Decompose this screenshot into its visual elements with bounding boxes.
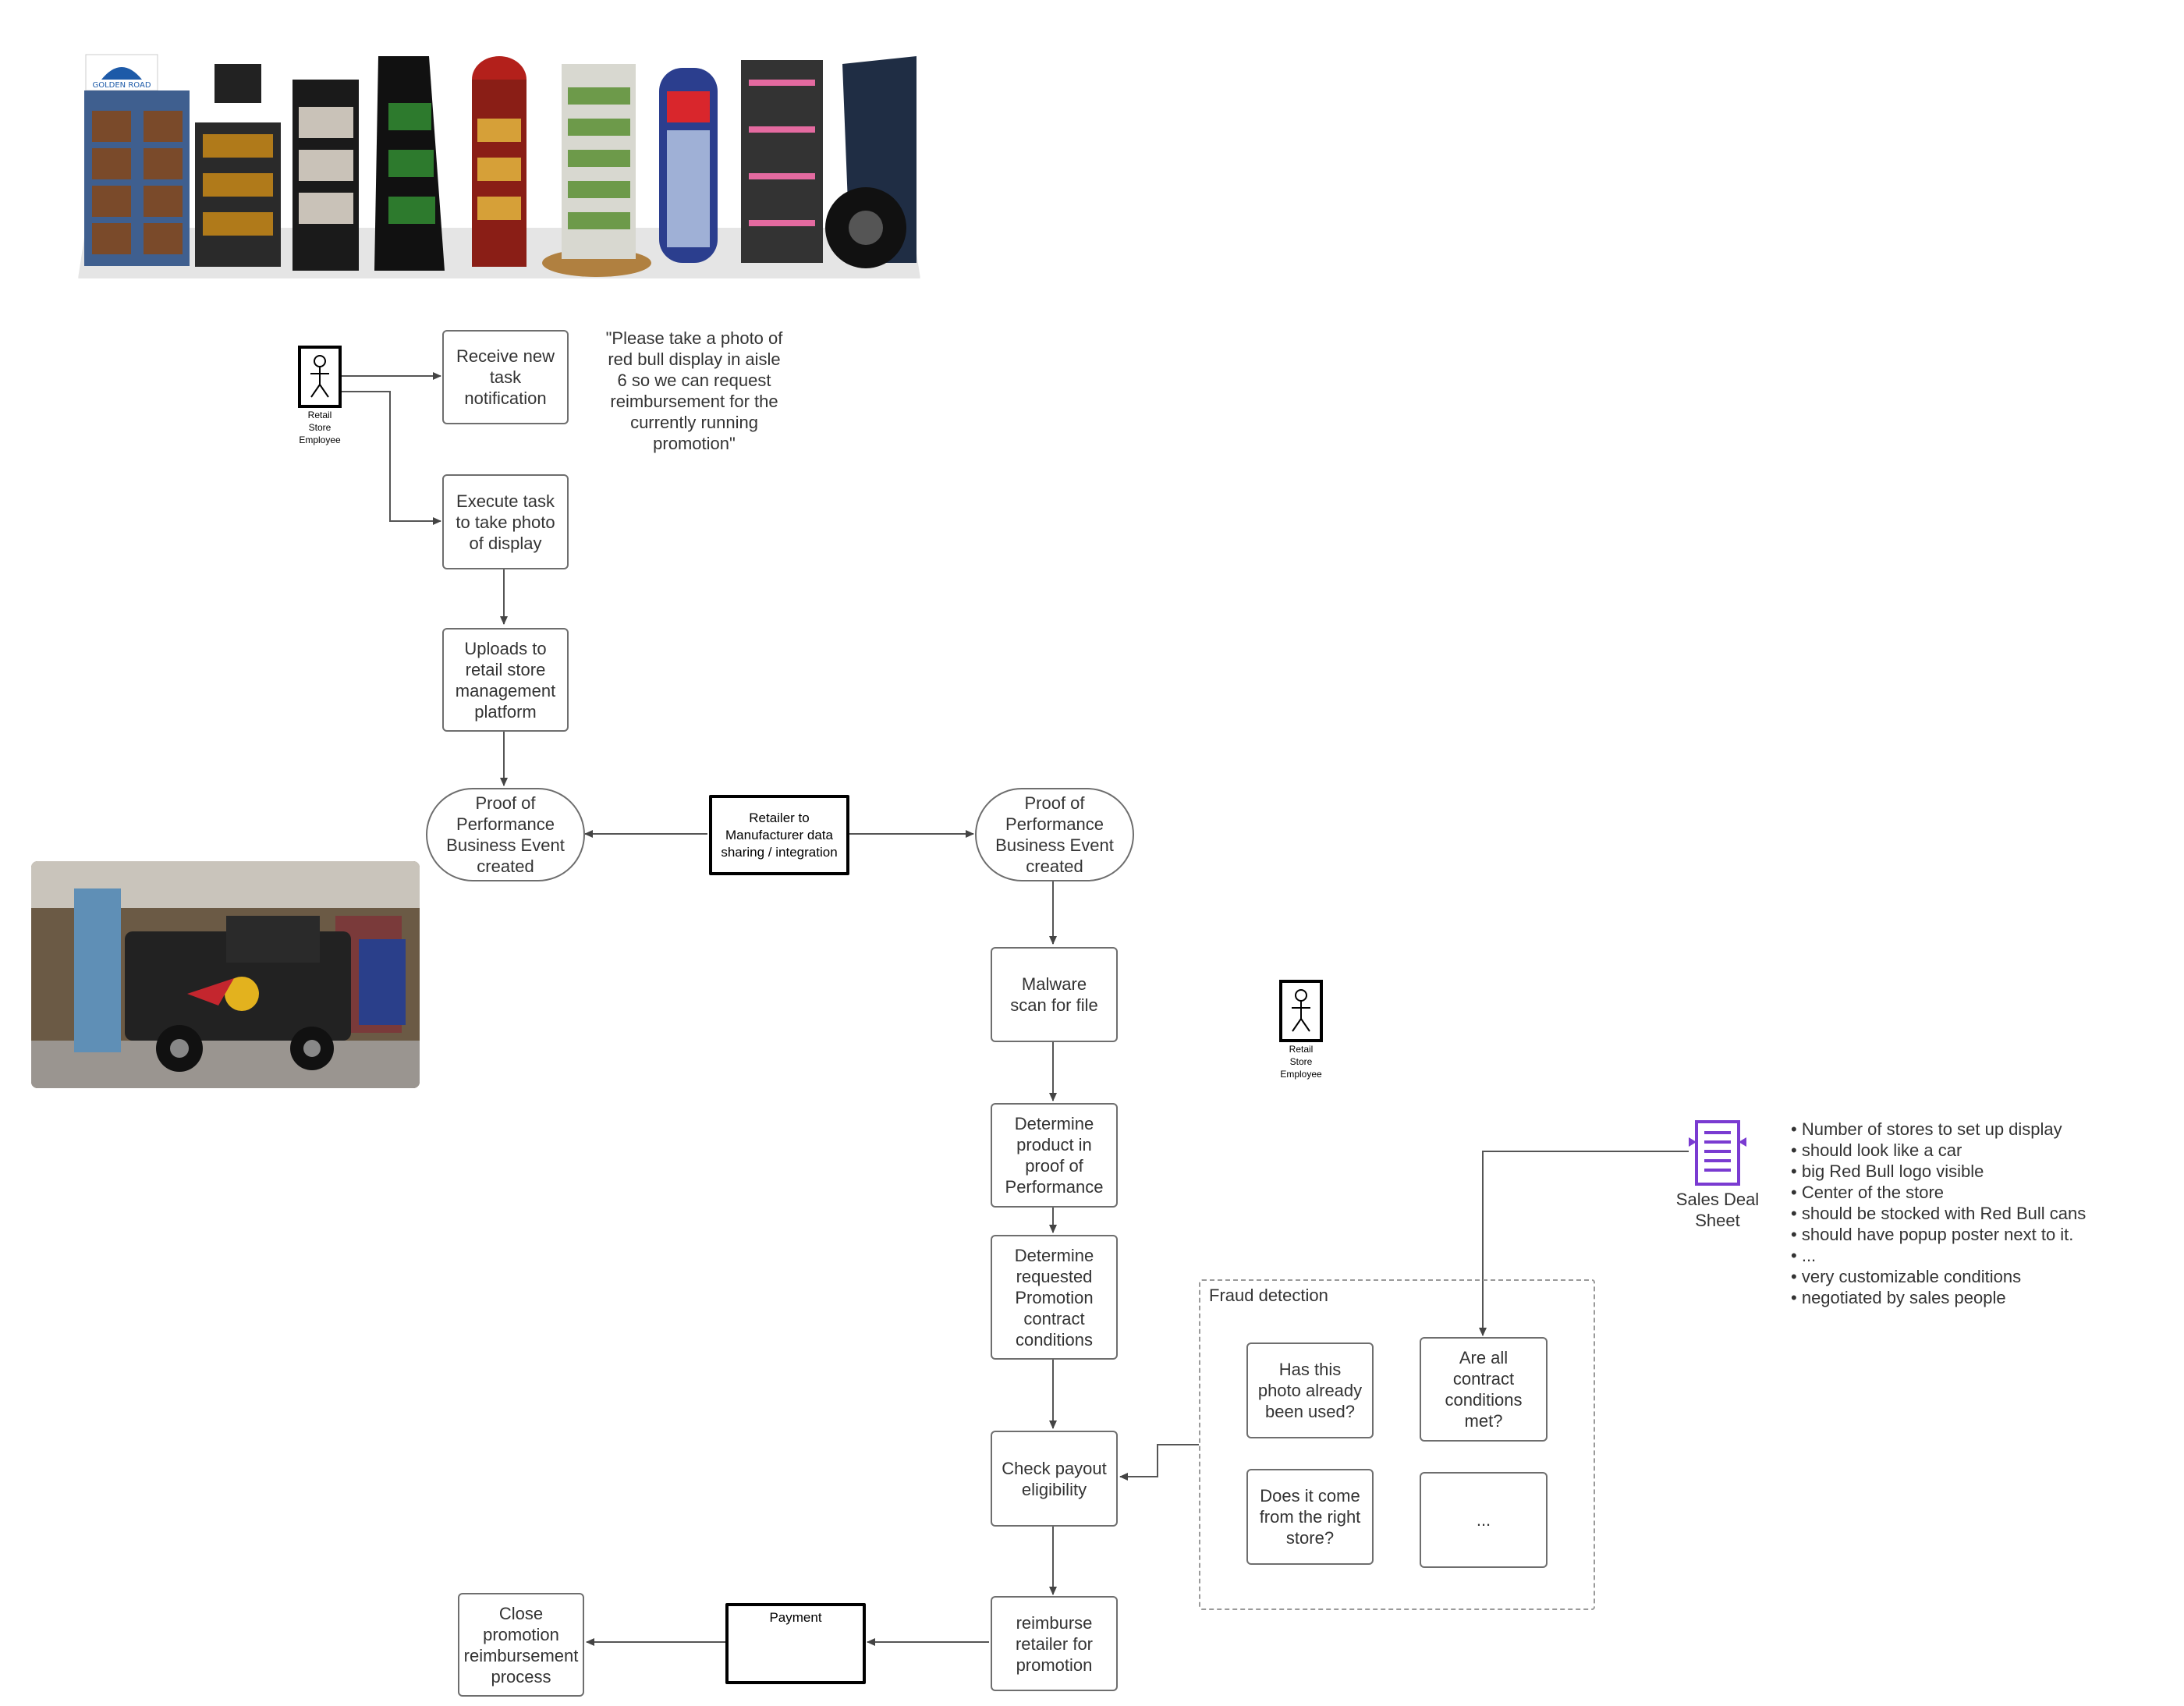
list-item: should be stocked with Red Bull cans: [1791, 1203, 2165, 1224]
list-item: negotiated by sales people: [1791, 1287, 2165, 1308]
retail-store-employee-actor: [1279, 980, 1323, 1042]
list-item: big Red Bull logo visible: [1791, 1161, 2165, 1182]
connector: [1119, 1444, 1199, 1481]
red-bull-car-display-image: [31, 861, 420, 1088]
pop-event-left-node[interactable]: Proof of Performance Business Event crea…: [426, 788, 585, 881]
task-quote: "Please take a photo of red bull display…: [605, 328, 783, 453]
execute-task-node[interactable]: Execute task to take photo of display: [442, 474, 569, 569]
actor-label: Retail Store Employee: [299, 410, 341, 445]
reimburse-node[interactable]: reimburse retailer for promotion: [991, 1596, 1118, 1691]
retailer-integration-node[interactable]: Retailer to Manufacturer data sharing / …: [709, 795, 849, 875]
stick-figure-icon: [310, 355, 329, 398]
list-item: should look like a car: [1791, 1140, 2165, 1161]
payment-node[interactable]: Payment: [725, 1603, 866, 1684]
determine-conditions-node[interactable]: Determine requested Promotion contract c…: [991, 1235, 1118, 1360]
fraud-photo-used-node[interactable]: Has this photo already been used?: [1246, 1342, 1374, 1438]
retail-store-employee-actor: [298, 346, 342, 408]
sales-deal-conditions-list: Number of stores to set up display shoul…: [1791, 1119, 2165, 1308]
connector: [337, 391, 441, 525]
fraud-right-store-node[interactable]: Does it come from the right store?: [1246, 1469, 1374, 1565]
fraud-more-node[interactable]: ...: [1420, 1472, 1548, 1568]
list-item: Number of stores to set up display: [1791, 1119, 2165, 1140]
list-item: very customizable conditions: [1791, 1266, 2165, 1287]
product-displays-image: GOLDEN ROAD: [78, 48, 920, 282]
receive-task-node[interactable]: Receive new task notification: [442, 330, 569, 424]
list-item: should have popup poster next to it.: [1791, 1224, 2165, 1245]
sales-deal-sheet-label: Sales Deal Sheet: [1675, 1190, 1760, 1230]
close-process-node[interactable]: Close promotion reimbursement process: [458, 1593, 584, 1697]
connector: [1479, 1151, 1689, 1336]
check-payout-node[interactable]: Check payout eligibility: [991, 1431, 1118, 1527]
list-item: Center of the store: [1791, 1182, 2165, 1203]
malware-scan-node[interactable]: Malware scan for file: [991, 947, 1118, 1042]
determine-product-node[interactable]: Determine product in proof of Performanc…: [991, 1103, 1118, 1208]
fraud-detection-group: [1199, 1279, 1595, 1610]
fraud-detection-title: Fraud detection: [1209, 1286, 1328, 1305]
stick-figure-icon: [1292, 989, 1310, 1032]
svg-text:GOLDEN ROAD: GOLDEN ROAD: [92, 81, 151, 90]
document-list-icon: [1689, 1120, 1746, 1186]
actor-label: Retail Store Employee: [1280, 1044, 1322, 1080]
uploads-node[interactable]: Uploads to retail store management platf…: [442, 628, 569, 732]
pop-event-right-node[interactable]: Proof of Performance Business Event crea…: [975, 788, 1134, 881]
fraud-conditions-met-node[interactable]: Are all contract conditions met?: [1420, 1337, 1548, 1442]
list-item: ...: [1791, 1245, 2165, 1266]
